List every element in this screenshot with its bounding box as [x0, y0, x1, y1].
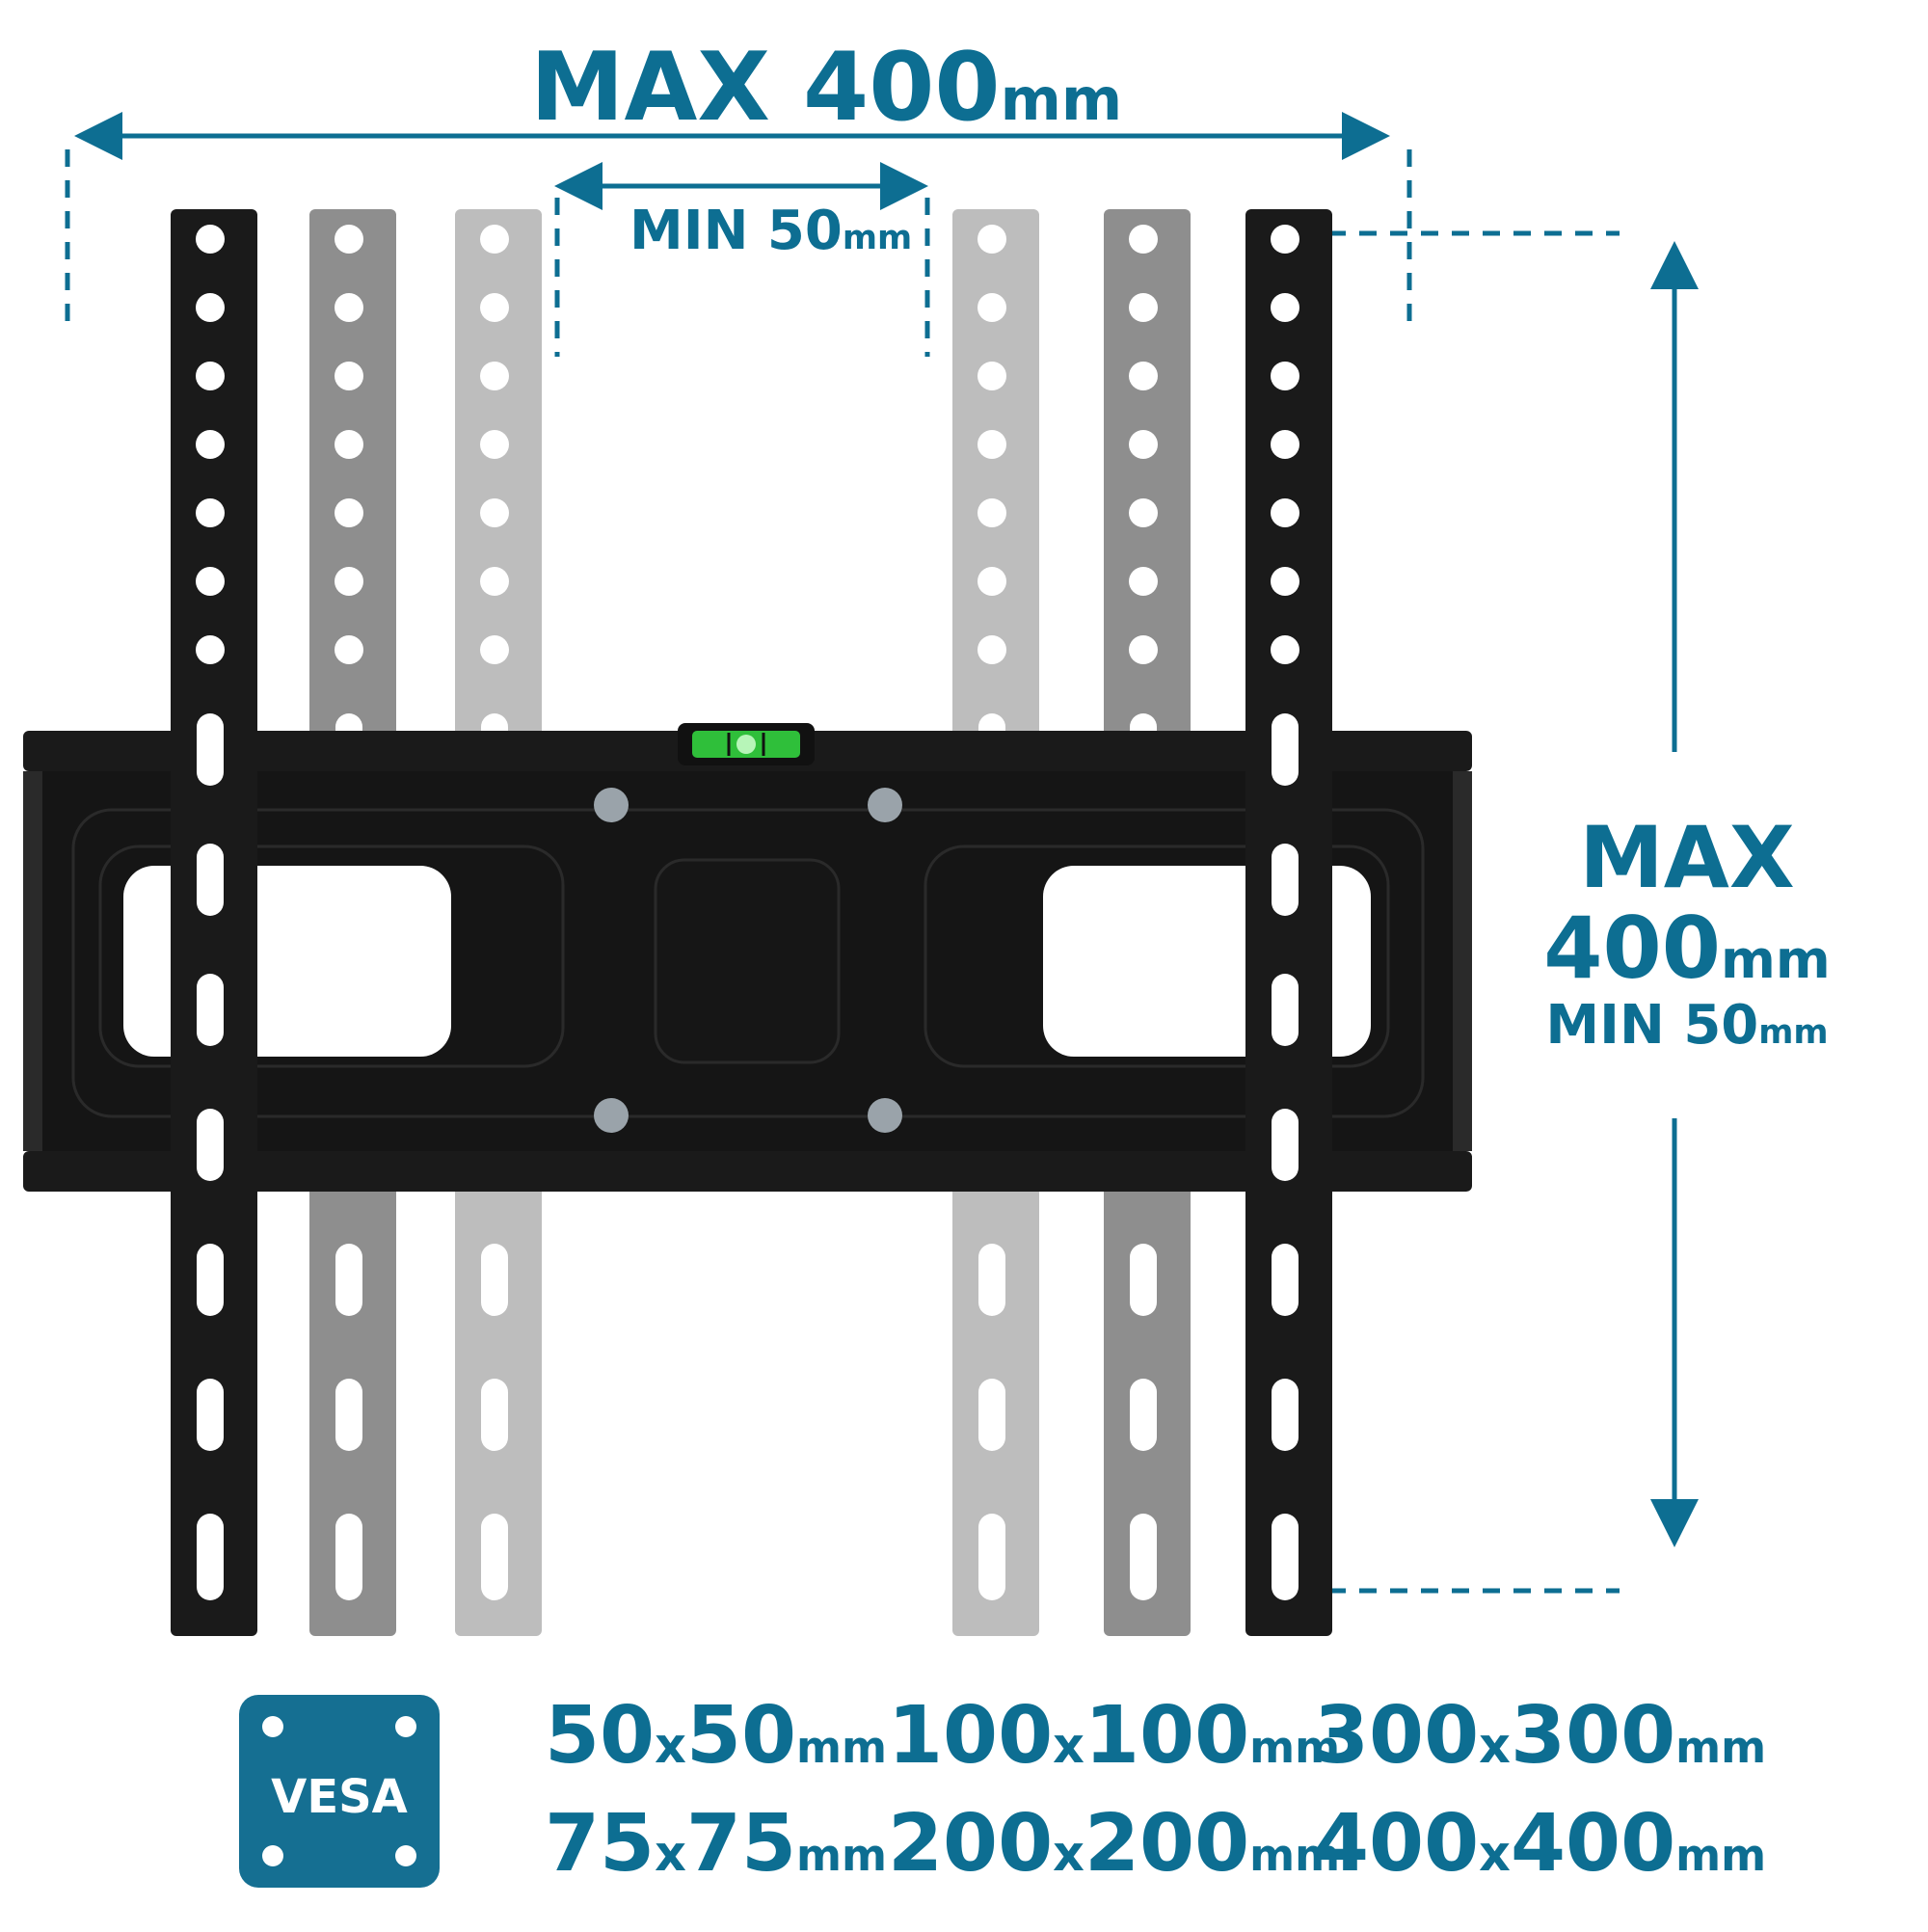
vesa-size-item: 50x50mm	[545, 1697, 887, 1776]
min-width-value: MIN 50	[629, 200, 843, 262]
vesa-size-unit: mm	[796, 1722, 888, 1773]
arm-left-outer	[171, 209, 257, 1636]
vesa-size-height: 50	[685, 1690, 797, 1782]
max-height-value: 400	[1543, 899, 1721, 998]
vesa-size-separator: x	[655, 1825, 686, 1882]
min-width-unit: mm	[842, 219, 913, 257]
vesa-badge-label: VESA	[271, 1770, 408, 1824]
vesa-size-width: 50	[545, 1690, 656, 1782]
vesa-badge-dot	[262, 1845, 283, 1866]
width-dimension-lines	[65, 112, 1412, 357]
vesa-size-separator: x	[1479, 1825, 1511, 1882]
vesa-badge-dot	[395, 1716, 416, 1737]
vesa-size-width: 400	[1314, 1798, 1480, 1890]
vesa-size-item: 100x100mm	[888, 1697, 1340, 1776]
max-height-unit: mm	[1721, 928, 1831, 990]
vesa-size-height: 75	[685, 1798, 797, 1890]
screw-bottom-left	[594, 1098, 629, 1133]
max-width-label: MAX 400mm	[530, 40, 1122, 135]
vesa-size-separator: x	[1053, 1825, 1084, 1882]
vesa-size-height: 300	[1510, 1690, 1676, 1782]
vesa-size-unit: mm	[1249, 1830, 1341, 1881]
vesa-size-width: 200	[888, 1798, 1054, 1890]
vesa-badge-dot	[262, 1716, 283, 1737]
min-height-value-row: MIN 50mm	[1542, 999, 1832, 1053]
height-dimension-label: MAX 400mm MIN 50mm	[1542, 816, 1832, 1053]
min-height-unit: mm	[1758, 1013, 1829, 1052]
front-arms	[171, 209, 1332, 1636]
vesa-badge: VESA	[239, 1695, 440, 1888]
bubble-level-icon	[678, 723, 815, 765]
vesa-size-height: 200	[1084, 1798, 1250, 1890]
vesa-size-item: 300x300mm	[1314, 1697, 1766, 1776]
screw-top-left	[594, 788, 629, 822]
max-height-title: MAX	[1579, 808, 1795, 907]
vesa-size-width: 75	[545, 1798, 656, 1890]
vesa-size-width: 100	[888, 1690, 1054, 1782]
vesa-size-unit: mm	[1675, 1722, 1767, 1773]
vesa-size-unit: mm	[1675, 1830, 1767, 1881]
height-dimension-lines	[1328, 230, 1699, 1594]
vesa-size-separator: x	[1479, 1717, 1511, 1774]
vesa-size-height: 100	[1084, 1690, 1250, 1782]
vesa-badge-dot	[395, 1845, 416, 1866]
max-width-value: MAX 400	[530, 33, 1001, 143]
vesa-size-unit: mm	[1249, 1722, 1341, 1773]
screw-top-right	[868, 788, 902, 822]
vesa-size-separator: x	[655, 1717, 686, 1774]
min-width-label: MIN 50mm	[629, 204, 912, 258]
max-width-unit: mm	[1000, 67, 1123, 134]
vesa-size-item: 200x200mm	[888, 1805, 1340, 1884]
vesa-size-unit: mm	[796, 1830, 888, 1881]
vesa-size-height: 400	[1510, 1798, 1676, 1890]
vesa-size-width: 300	[1314, 1690, 1480, 1782]
arm-right-outer	[1245, 209, 1332, 1636]
plate-center-square	[654, 858, 841, 1064]
vesa-size-item: 75x75mm	[545, 1805, 887, 1884]
min-height-value: MIN 50	[1545, 994, 1759, 1057]
screw-bottom-right	[868, 1098, 902, 1133]
vesa-size-item: 400x400mm	[1314, 1805, 1766, 1884]
max-height-value-row: 400mm	[1542, 906, 1832, 991]
vesa-size-separator: x	[1053, 1717, 1084, 1774]
